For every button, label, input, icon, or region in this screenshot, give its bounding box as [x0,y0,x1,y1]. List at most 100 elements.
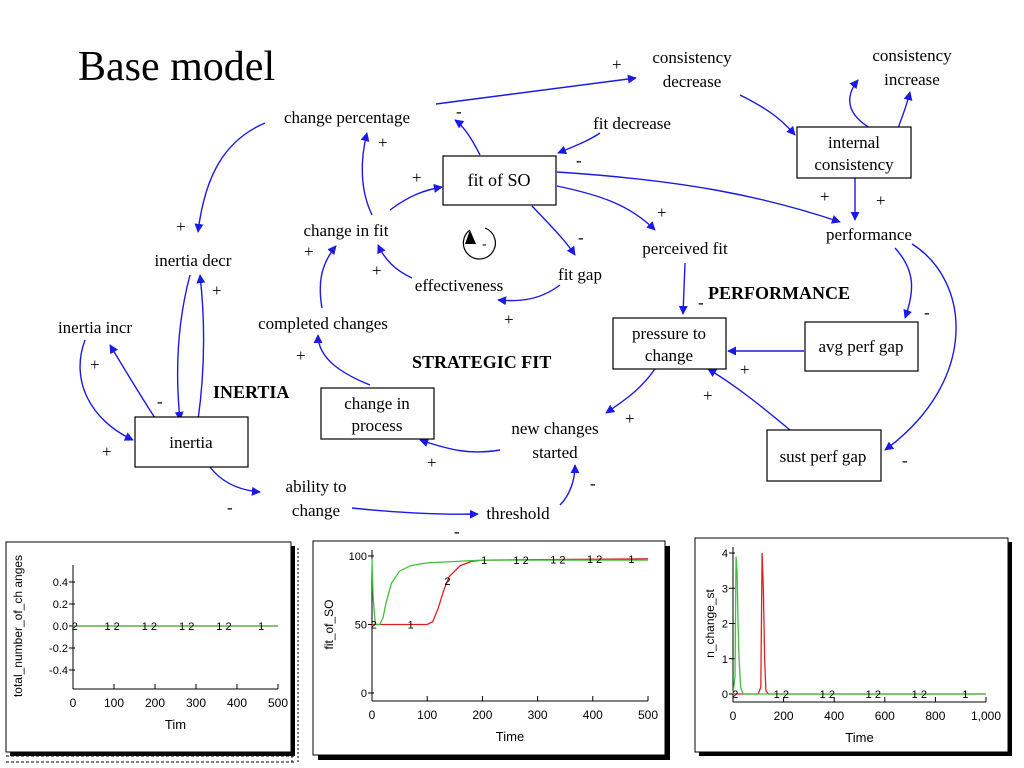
link-changepct-inertiadecr [194,122,266,233]
polarity-sign: + [427,453,437,472]
var-consistency-increase-2: increase [884,70,940,89]
link-inertia-inertiaincr [109,344,156,419]
slide-title: Base model [78,44,275,90]
link-changeinprocess-completed [313,334,371,386]
var-inertia-decr: inertia decr [155,251,232,270]
polarity-sign: + [703,386,713,405]
var-completed-changes: completed changes [258,314,388,333]
var-threshold: threshold [486,504,550,523]
series-marker: 1 [408,620,414,632]
link-fitdecrease-fitofso [557,132,601,155]
series-marker: 1 2 [866,689,881,701]
y-tick-label: 1 [722,654,728,666]
link-changepct-consistencydecrease [435,74,637,105]
x-tick-label: 400 [227,696,247,710]
link-completed-changeinfit [319,245,337,309]
link-ic-consistencyincrease [849,79,871,129]
var-new-changes-started-2: started [532,443,578,462]
series-line-2 [371,558,648,626]
var-performance: performance [826,225,912,244]
section-inertia: INERTIA [213,382,289,402]
link-fitgap-effectiveness [497,284,561,306]
x-axis-label: Time [496,729,524,744]
svg-text:-: - [482,237,487,252]
x-tick-label: 500 [638,708,658,722]
y-axis-label: total_number_of_ch anges [11,555,25,697]
series-marker: 2 [72,621,78,633]
polarity-sign: + [612,55,622,74]
x-tick-label: 500 [268,696,288,710]
section-performance: PERFORMANCE [708,283,850,303]
x-axis-label: Tim [165,717,186,732]
polarity-sign: + [372,261,382,280]
var-consistency-increase-1: consistency [872,46,952,65]
link-effectiveness-changeinfit [377,244,413,279]
y-tick-label: 4 [722,548,728,560]
link-inertiadecr-inertia [174,274,191,421]
stock-change-in-process: change in process [320,387,435,440]
svg-text:change: change [645,346,693,365]
var-new-changes-started-1: new changes [511,419,598,438]
series-line-2 [732,556,986,695]
stock-inertia: inertia [134,416,249,468]
link-performance-sustperfgap [884,243,957,451]
var-change-percentage: change percentage [284,108,410,127]
polarity-sign: - [578,228,584,247]
y-tick-label: 0.4 [53,577,68,589]
x-tick-label: 400 [583,708,603,722]
polarity-sign: + [212,281,222,300]
var-change-in-fit: change in fit [304,221,389,240]
polarity-sign: + [296,346,306,365]
polarity-sign: - [576,151,582,170]
link-sustperfgap-pressure [707,368,791,431]
y-tick-label: 0.2 [53,599,68,611]
series-marker: 2 [371,620,377,632]
y-tick-label: 0 [722,689,728,701]
y-tick-label: -0.4 [49,665,68,677]
stock-sust-perf-gap: sust perf gap [766,429,882,482]
polarity-sign: - [454,522,460,541]
polarity-sign: + [740,360,750,379]
series-marker: 1 2 [142,621,157,633]
link-changeinfit-fitofso [389,183,443,211]
series-marker: 1 [481,555,487,567]
series-marker: 1 2 [104,621,119,633]
stock-internal-consistency: internal consistency [796,126,912,179]
series-marker: 1 [258,621,264,633]
var-fit-decrease: fit decrease [593,114,671,133]
series-marker: 1 [962,689,968,701]
balancing-loop-marker: - [462,227,496,260]
var-fit-gap: fit gap [558,265,602,284]
svg-text:consistency: consistency [814,155,894,174]
link-consistencydecrease-internalconsistency [739,94,796,136]
causal-links [79,74,957,519]
series-marker: 1 2 [216,621,231,633]
var-ability-to-change-1: ability to [286,477,347,496]
polarity-sign: + [304,242,314,261]
svg-text:inertia: inertia [169,433,213,452]
y-tick-label: 2 [722,619,728,631]
polarity-sign: - [590,474,596,493]
polarity-sign: - [902,451,908,470]
polarity-sign: - [924,303,930,322]
link-fitofso-performance [556,171,841,224]
y-tick-label: 100 [349,551,367,563]
polarity-sign: + [412,168,422,187]
y-axis-label: n_change_st [703,588,717,657]
x-tick-label: 0 [369,708,376,722]
link-perceivedfit-pressure [678,262,688,315]
polarity-sign: + [378,133,388,152]
polarity-sign: + [657,203,667,222]
polarity-sign: - [227,498,233,517]
stock-avg-perf-gap: avg perf gap [804,321,919,372]
x-tick-label: 1,000 [971,709,1001,723]
y-tick-label: 0.0 [53,621,68,633]
series-marker: 1 2 [820,689,835,701]
x-tick-label: 300 [186,696,206,710]
svg-text:process: process [352,416,403,435]
polarity-sign: + [90,355,100,374]
y-axis-label: fit_of_SO [322,599,336,649]
link-fitofso-changepct [454,119,481,156]
series-line-1 [733,552,986,695]
